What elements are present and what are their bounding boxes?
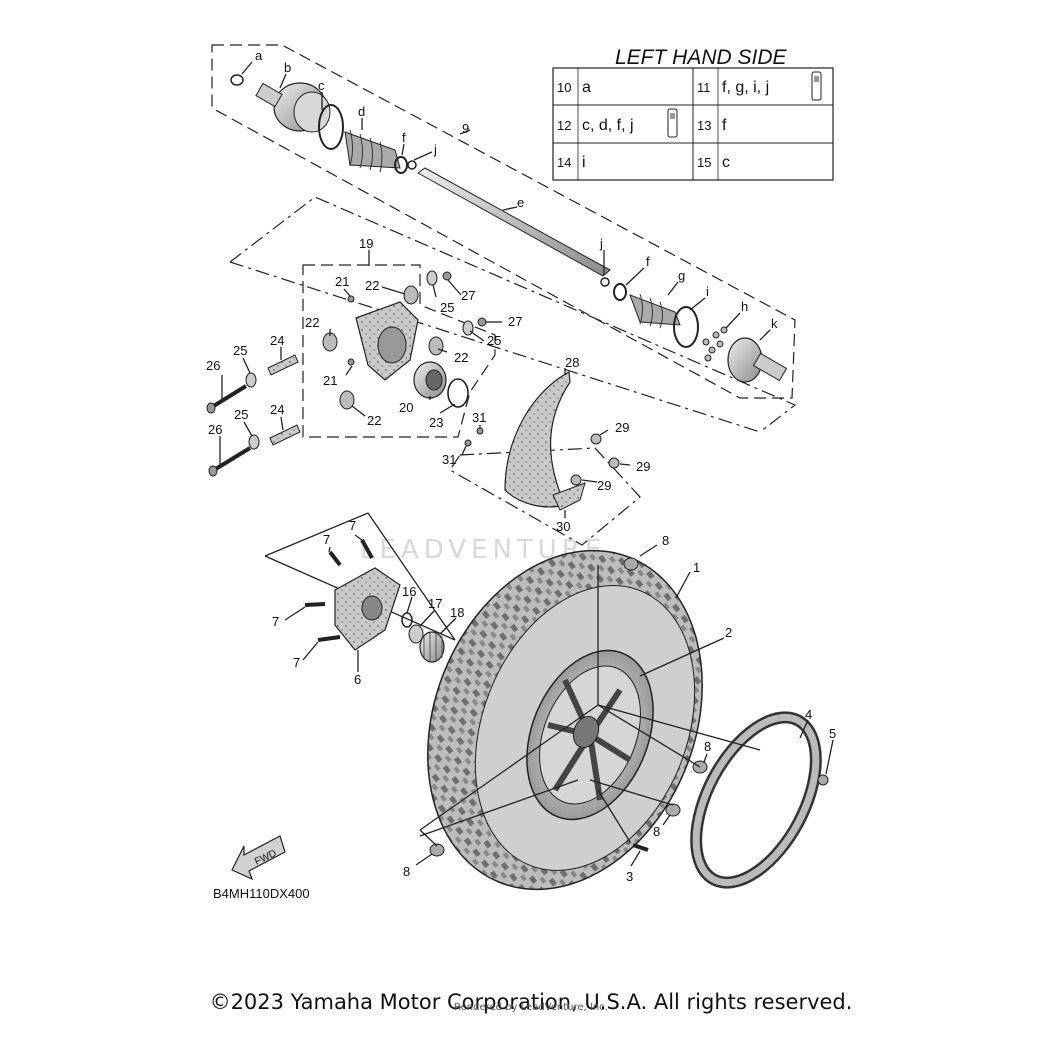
table-row-parts: i xyxy=(582,154,586,171)
table-row-parts: f xyxy=(722,117,727,134)
knuckle-group xyxy=(206,196,797,477)
callout-label: 26 xyxy=(208,422,222,437)
callout-label: 26 xyxy=(206,358,220,373)
callout-label: 22 xyxy=(365,278,379,293)
callout-label: 29 xyxy=(636,459,650,474)
callout-label: c xyxy=(318,78,325,93)
boot-d xyxy=(344,129,401,173)
callout-label: 6 xyxy=(354,672,361,687)
callout-label: 8 xyxy=(704,739,711,754)
callout-label: 16 xyxy=(402,584,416,599)
callout-label: 7 xyxy=(272,614,279,629)
callout-label: 23 xyxy=(429,415,443,430)
callout-label: 2 xyxy=(725,625,732,640)
callout-label: 29 xyxy=(597,478,611,493)
callout-label: g xyxy=(678,268,685,283)
callout-label: 25 xyxy=(487,333,501,348)
table-row-parts: c, d, f, j xyxy=(582,117,634,134)
table-title: LEFT HAND SIDE xyxy=(615,46,788,69)
callout-label: k xyxy=(771,316,778,331)
bearing-20 xyxy=(413,361,447,399)
callout-label: f xyxy=(646,254,650,269)
grease-tube-icon xyxy=(667,108,678,138)
callout-label: 25 xyxy=(234,407,248,422)
callout-label: h xyxy=(741,299,748,314)
callout-label: 27 xyxy=(508,314,522,329)
shaft-e xyxy=(417,167,611,277)
callout-label: 27 xyxy=(461,288,475,303)
callout-label: 18 xyxy=(450,605,464,620)
table-row-parts: a xyxy=(582,79,591,96)
callout-label: 7 xyxy=(323,532,330,547)
callout-label: 8 xyxy=(662,533,669,548)
callout-label: a xyxy=(255,48,263,63)
copyright: ©2023 Yamaha Motor Corporation, U.S.A. A… xyxy=(209,990,853,1014)
table-row-num: 10 xyxy=(557,80,571,95)
callout-label: 7 xyxy=(349,518,356,533)
legend-table: LEFT HAND SIDE 10 a 11 f, g, i, j 12 c, … xyxy=(552,46,834,181)
wheel-tire-group xyxy=(415,544,834,891)
rim xyxy=(526,649,654,821)
knuckle xyxy=(355,301,419,381)
callout-label: 24 xyxy=(270,402,284,417)
callout-label: 20 xyxy=(399,400,413,415)
table-row-num: 11 xyxy=(697,80,711,95)
grease-tube-icon xyxy=(811,71,822,101)
rendered-by: Rendered by LeadVenture, Inc. xyxy=(454,1002,608,1013)
callout-label: 31 xyxy=(472,410,486,425)
brake-disc-group xyxy=(449,368,641,546)
callout-label: 29 xyxy=(615,420,629,435)
callout-label: 3 xyxy=(626,869,633,884)
callout-label: 25 xyxy=(440,300,454,315)
callout-label: 21 xyxy=(323,373,337,388)
fwd-arrow: FWD xyxy=(231,835,286,881)
collar-24 xyxy=(267,354,301,446)
axle-nut-18 xyxy=(419,631,445,663)
hub-group xyxy=(264,512,457,672)
callout-label: 9 xyxy=(462,121,469,136)
callout-label: e xyxy=(517,195,524,210)
callout-label: 1 xyxy=(693,560,700,575)
cv-joint-k xyxy=(727,337,788,383)
balls-h xyxy=(702,326,728,362)
callout-label: 30 xyxy=(556,519,570,534)
table-row-parts: f, g, i, j xyxy=(722,79,769,96)
callout-label: j xyxy=(599,236,603,251)
table-row-parts: c xyxy=(722,154,730,171)
callout-label: 24 xyxy=(270,333,284,348)
table-row-num: 13 xyxy=(697,118,711,133)
table-row-num: 14 xyxy=(557,155,571,170)
callout-label: 22 xyxy=(305,315,319,330)
callout-label: 5 xyxy=(829,726,836,741)
callout-label: 8 xyxy=(403,864,410,879)
table-row-num: 15 xyxy=(697,155,711,170)
callout-label: f xyxy=(402,130,406,145)
callout-label: 21 xyxy=(335,274,349,289)
callout-label: 4 xyxy=(805,707,812,722)
drive-shaft-assembly xyxy=(211,44,796,399)
callout-label: 31 xyxy=(442,452,456,467)
callout-labels: a b c d f j 9 e j f g i h k 19 21 22 22 … xyxy=(206,48,836,884)
beadlock-ring xyxy=(690,711,822,889)
callout-label: 7 xyxy=(293,655,300,670)
callout-label: 25 xyxy=(233,343,247,358)
table-row-num: 12 xyxy=(557,118,571,133)
boot-g xyxy=(629,293,681,329)
callout-label: 22 xyxy=(367,413,381,428)
callout-label: 8 xyxy=(653,824,660,839)
callout-label: d xyxy=(358,104,365,119)
callout-label: 22 xyxy=(454,350,468,365)
callout-label: i xyxy=(706,284,709,299)
callout-label: 28 xyxy=(565,355,579,370)
callout-label: 17 xyxy=(428,596,442,611)
callout-label: b xyxy=(284,60,291,75)
callout-label: 19 xyxy=(359,236,373,251)
diagram-code: B4MH110DX400 xyxy=(213,886,310,901)
callout-label: j xyxy=(433,142,437,157)
